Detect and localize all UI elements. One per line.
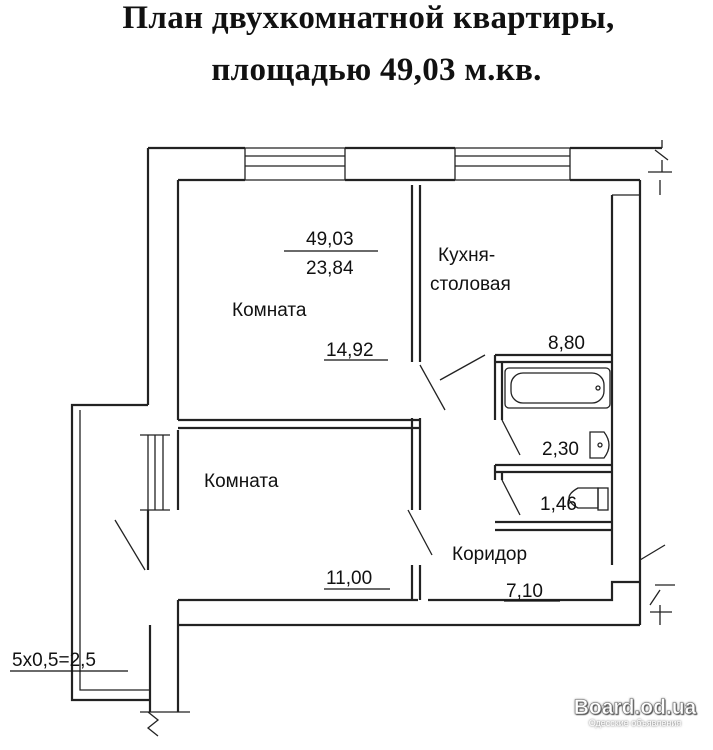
- sink-icon: [589, 431, 610, 459]
- door-bath: [501, 419, 521, 456]
- kitchen-name-line2: столовая: [430, 274, 511, 295]
- toilet-icon: [568, 487, 599, 509]
- corridor-name: Коридор: [452, 544, 527, 565]
- watermark-site-name: Board.od.ua: [573, 696, 697, 720]
- watermark-subtitle: Одесские объявления: [588, 718, 682, 728]
- fixtures: [504, 367, 611, 511]
- plan-title-line-2: площадью 49,03 м.кв.: [211, 52, 542, 88]
- room2-name: Комната: [204, 471, 279, 492]
- toilet-area: 1,46: [540, 494, 577, 515]
- board-watermark: Board.od.ua Одесские объявления: [560, 696, 710, 728]
- doors: [407, 354, 521, 556]
- corridor-area: 7,10: [506, 581, 543, 602]
- bathtub-icon: [504, 367, 611, 409]
- outer-walls: [140, 140, 675, 737]
- room1-name: Комната: [232, 300, 307, 321]
- room2-area: 11,00: [326, 568, 372, 589]
- interior-walls: [178, 185, 612, 600]
- living-area-label: 23,84: [306, 258, 354, 279]
- balcony: [70, 403, 150, 702]
- plan-title-line-1: План двухкомнатной квартиры,: [122, 0, 615, 36]
- area-labels: 49,03 23,84 Комната 14,92 Комната 11,00 …: [10, 229, 585, 672]
- total-area-label: 49,03: [306, 229, 354, 250]
- bathroom-area: 2,30: [542, 439, 579, 460]
- door-room2: [407, 509, 433, 556]
- kitchen-name-line1: Кухня-: [438, 245, 495, 266]
- balcony-area-note: 5х0,5=2,5: [12, 650, 96, 671]
- door-room1: [419, 364, 446, 411]
- kitchen-area: 8,80: [548, 333, 585, 354]
- room1-area: 14,92: [326, 340, 374, 361]
- door-kitchen: [439, 354, 486, 381]
- door-toilet: [501, 479, 521, 516]
